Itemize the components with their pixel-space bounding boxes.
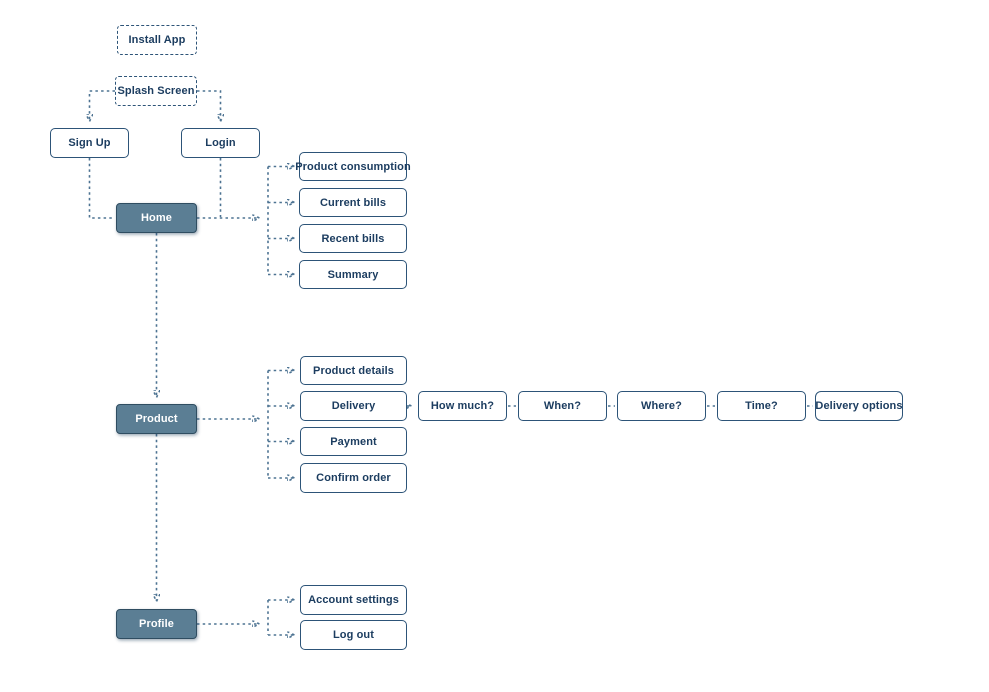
node-profile: Profile — [116, 609, 197, 639]
node-recent-bills: Recent bills — [299, 224, 407, 253]
node-payment: Payment — [300, 427, 407, 456]
node-how-much: How much? — [418, 391, 507, 421]
node-install-app: Install App — [117, 25, 197, 55]
node-summary: Summary — [299, 260, 407, 289]
node-sign-up: Sign Up — [50, 128, 129, 158]
node-delivery-options: Delivery options — [815, 391, 903, 421]
node-home: Home — [116, 203, 197, 233]
node-product-consumption: Product consumption — [295, 152, 411, 181]
node-confirm-order: Confirm order — [300, 463, 407, 493]
node-delivery: Delivery — [300, 391, 407, 421]
node-time: Time? — [717, 391, 806, 421]
node-when: When? — [518, 391, 607, 421]
node-account-settings: Account settings — [300, 585, 407, 615]
edge-paths — [90, 90, 813, 635]
node-where: Where? — [617, 391, 706, 421]
node-current-bills: Current bills — [299, 188, 407, 217]
node-splash-screen: Splash Screen — [115, 76, 197, 106]
node-product-details: Product details — [300, 356, 407, 385]
node-login: Login — [181, 128, 260, 158]
node-log-out: Log out — [300, 620, 407, 650]
node-product: Product — [116, 404, 197, 434]
